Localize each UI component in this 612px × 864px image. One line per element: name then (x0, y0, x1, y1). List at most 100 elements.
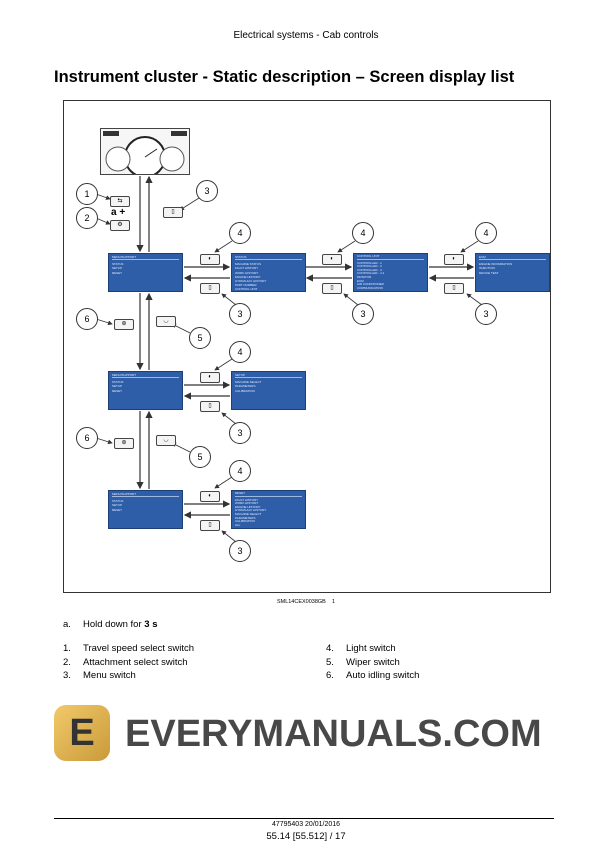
legend-number: 5. (326, 656, 334, 668)
legend-label: Auto idling switch (346, 670, 420, 681)
screen-item: INJECTION (479, 266, 495, 271)
legend-item: 2.Attachment select switch (63, 656, 188, 670)
footer-divider (54, 818, 554, 819)
screen-title: MENU/SUPPORT (112, 492, 137, 496)
screen-item: RESET (112, 388, 123, 393)
legend-label: Wiper switch (346, 656, 400, 668)
callout-3: 3 (352, 303, 374, 325)
travel-speed-switch-icon: ⇆ (110, 196, 130, 207)
callout-6: 6 (76, 427, 98, 449)
screen-item: ENGINE HISTORY (235, 274, 261, 279)
legend-number: 1. (63, 643, 71, 654)
screen-item: FAULT HISTORY (235, 497, 259, 502)
screen-item: FAULT HISTORY (235, 266, 259, 271)
note-bold: 3 s (144, 619, 158, 630)
figure-code: SML14CEX0038GB (276, 599, 326, 605)
legend-item: 4. Light switch (326, 642, 396, 656)
screen-title: ECM (479, 255, 486, 259)
plus-sign: + (119, 207, 126, 218)
screen-item: DEVICE TEST (479, 270, 499, 275)
screen-item: RESET (112, 270, 123, 275)
screen-item: ENGINE HISTORY (235, 504, 261, 509)
screen-item: CALIBRATION (235, 388, 255, 393)
callout-4: 4 (229, 460, 251, 482)
screen-item: SETUP (112, 503, 123, 508)
callout-3: 3 (229, 422, 251, 444)
light-switch-icon: ◐ (444, 254, 464, 265)
wiper-switch-icon: ◡ (156, 435, 176, 446)
menu-switch-icon: ▯ (444, 283, 464, 294)
screen-title: SETUP (235, 373, 246, 377)
menu-switch-icon: ▯ (200, 520, 220, 531)
callout-3: 3 (196, 180, 218, 202)
callout-3: 3 (229, 540, 251, 562)
legend-item: 3. Menu switch (63, 669, 136, 683)
screen-item: CONTROLLER - 2 (357, 264, 382, 269)
screen-item: ALL (235, 522, 241, 527)
light-switch-icon: ◐ (200, 491, 220, 502)
screen-item: PARAMETERS (235, 515, 256, 520)
menu-switch-icon: ▯ (163, 207, 183, 218)
screen-item: CONTROLLER - 4.1 (357, 271, 385, 276)
callout-2: 2 (76, 207, 98, 229)
callout-4: 4 (475, 222, 497, 244)
screen-item: MONITOR (357, 274, 372, 279)
screen-item: STATUS (112, 499, 124, 504)
page-title: Instrument cluster - Static description … (54, 68, 515, 86)
screen-title: CONTROL UNIT (357, 254, 380, 258)
legend-right: 4.Light switch 5.Wiper switch 6.Auto idl… (326, 642, 419, 683)
light-switch-icon: ◐ (322, 254, 342, 265)
menu-switch-icon: ▯ (200, 401, 220, 412)
screen-item: AIR CONDITIONER (357, 282, 384, 287)
callout-5: 5 (189, 446, 211, 468)
callout-3: 3 (229, 303, 251, 325)
flow-arrows (95, 175, 483, 543)
screen-item: CONTROLLER - 3 (357, 267, 382, 272)
screen-item: MACHINE SELECT (235, 511, 262, 516)
screen-item: CONTROL UNIT (235, 287, 258, 292)
legend-number: 2. (63, 656, 71, 668)
note-letter-a: a (111, 207, 117, 218)
screen-item: STATUS (112, 380, 124, 385)
light-switch-icon: ◐ (200, 254, 220, 265)
attachment-switch-icon: ⚙ (110, 220, 130, 231)
screen-item: RESET (112, 507, 123, 512)
callout-6: 6 (76, 308, 98, 330)
legend-label: Menu switch (83, 670, 136, 681)
screen-item: PART NUMBER (235, 283, 257, 288)
screen-item: PARAMETERS (235, 384, 256, 389)
screen-item: HYDRAULIC HISTORY (235, 279, 267, 284)
legend-item: 5. Wiper switch (326, 656, 400, 670)
hold-combination: a + (111, 207, 125, 219)
callout-1: 1 (76, 183, 98, 205)
watermark-text: EVERYMANUALS.COM (125, 713, 542, 755)
menu-switch-icon: ▯ (322, 283, 342, 294)
screen-title: STATUS (235, 255, 247, 259)
callout-4: 4 (352, 222, 374, 244)
legend-number: 3. (63, 670, 71, 681)
screen-item: COMMUNICATION (357, 285, 383, 290)
auto-idle-switch-icon: ⊛ (114, 438, 134, 449)
legend-number: 4. (326, 643, 334, 654)
wiper-switch-icon: ◡ (156, 316, 176, 327)
callout-4: 4 (229, 222, 251, 244)
note-text: Hold down for (83, 619, 145, 630)
screen-item: HYDRAULIC HISTORY (235, 508, 267, 513)
screen-item: WORK HISTORY (235, 501, 259, 506)
legend-item: 1.Travel speed select switch (63, 642, 194, 656)
footer-doc-id: 47795403 20/01/2016 (271, 821, 341, 828)
legend-label: Light switch (346, 643, 396, 654)
screen-item: MACHINE SELECT (235, 380, 262, 385)
screen-title: MENU/SUPPORT (112, 255, 137, 259)
callout-4: 4 (229, 341, 251, 363)
running-header: Electrical systems - Cab controls (233, 30, 379, 41)
screen-title: RESET (235, 491, 246, 495)
